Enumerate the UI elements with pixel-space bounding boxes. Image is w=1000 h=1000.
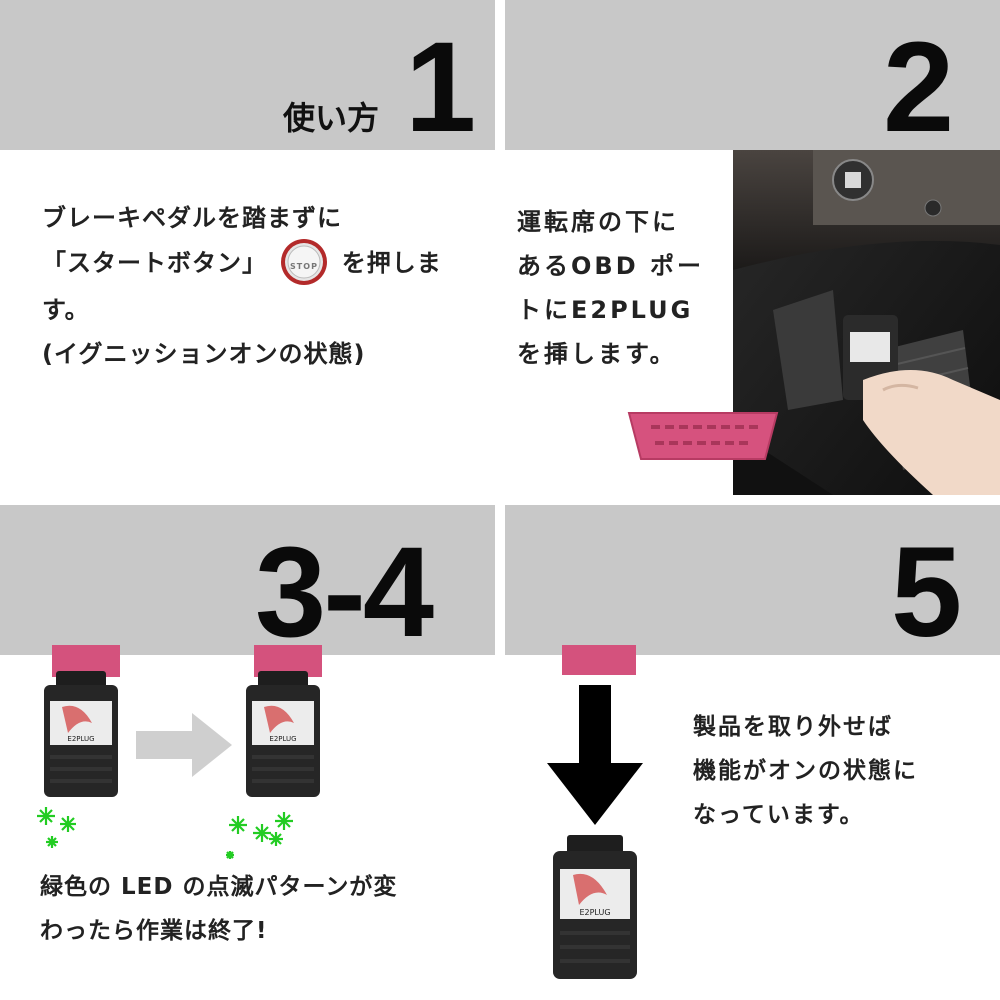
instruction-line: 緑色の LED の点滅パターンが変	[40, 874, 398, 900]
step-number: 1	[405, 16, 476, 159]
panel-step-2: 2	[505, 0, 1000, 495]
instruction-text: 製品を取り外せば 機能がオンの状態に なっています。	[693, 705, 918, 837]
usage-label: 使い方	[283, 99, 380, 137]
step-header-band	[0, 505, 495, 655]
instruction-line: (イグニッションオンの状態)	[42, 340, 366, 368]
step-number: 5	[891, 521, 962, 664]
instruction-text: ブレーキペダルを踏まずに 「スタートボタン」 STOP を押しま す。 (イグニ…	[42, 196, 442, 376]
instruction-line: あるOBD ポー	[517, 252, 704, 280]
instruction-line: なっています。	[693, 802, 865, 828]
start-stop-button-icon: STOP	[280, 238, 328, 286]
instruction-line: 運転席の下に	[517, 208, 679, 236]
down-arrow-icon	[547, 685, 643, 825]
green-led-blink-icon	[30, 800, 90, 850]
panel-step-1: 使い方 1 ブレーキペダルを踏まずに 「スタートボタン」 STOP を押しま す…	[0, 0, 495, 495]
instruction-line: 「スタートボタン」	[42, 249, 267, 277]
obd-port-icon	[623, 405, 783, 467]
obd-port-indicator	[562, 645, 636, 675]
e2plug-device: E2PLUG	[549, 835, 641, 981]
instruction-line: を挿します。	[517, 340, 677, 368]
instruction-text: 緑色の LED の点滅パターンが変 わったら作業は終了!	[40, 865, 397, 953]
instruction-line: ブレーキペダルを踏まずに	[42, 204, 342, 232]
step-header-band	[505, 505, 1000, 655]
device-label: E2PLUG	[269, 735, 296, 743]
instruction-line: を押しま	[341, 249, 442, 277]
right-arrow-icon	[136, 713, 232, 777]
e2plug-device: E2PLUG	[242, 671, 324, 799]
instruction-line: 製品を取り外せば	[693, 714, 893, 740]
instruction-line: わったら作業は終了!	[40, 918, 268, 944]
e2plug-device: E2PLUG	[40, 671, 122, 799]
step-number: 3-4	[255, 521, 434, 664]
panel-step-5: 5 E2PLUG 製品を取り外せば 機能がオンの状態に なっています。	[505, 505, 1000, 1000]
device-label: E2PLUG	[579, 908, 610, 917]
instruction-line-with-button: 「スタートボタン」 STOP を押しま	[42, 238, 442, 288]
instruction-line: す。	[42, 296, 90, 324]
step-header-band	[0, 0, 495, 150]
panel-step-3-4: 3-4 E2PLUG E2PLUG	[0, 505, 495, 1000]
instruction-text: 運転席の下に あるOBD ポー トにE2PLUG を挿します。	[517, 200, 704, 376]
instruction-line: トにE2PLUG	[517, 296, 694, 324]
step-header-band	[505, 0, 1000, 150]
instruction-line: 機能がオンの状態に	[693, 758, 918, 784]
step-number: 2	[883, 16, 954, 159]
green-led-blink-icon	[220, 805, 300, 865]
device-label: E2PLUG	[67, 735, 94, 743]
button-stop-text: STOP	[290, 262, 318, 271]
car-interior-photo	[733, 150, 1000, 495]
